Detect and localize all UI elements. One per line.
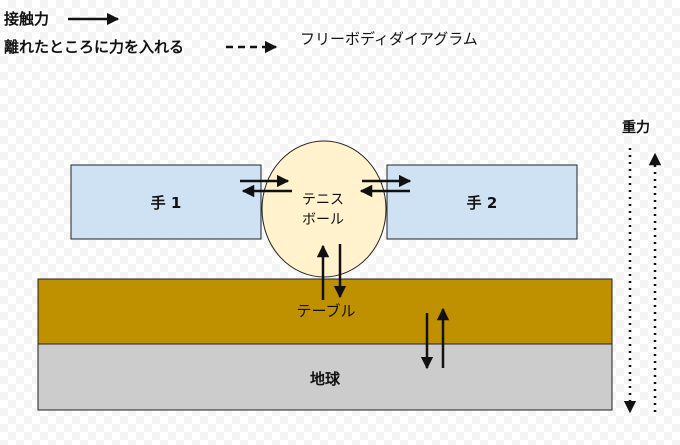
- hand-2-label: 手 2: [467, 194, 498, 212]
- earth-box: [37, 343, 613, 411]
- table-label: テーブル: [296, 302, 355, 320]
- hand-1-box: [70, 164, 262, 240]
- legend-contact-force-label: 接触力: [4, 10, 49, 28]
- table-box: [37, 278, 613, 345]
- hand-1-label: 手 1: [151, 194, 182, 212]
- gravity-label: 重力: [622, 119, 650, 136]
- tennis-ball-label-line1: テニス: [302, 192, 344, 208]
- tennis-ball-label-line2: ボール: [302, 212, 344, 228]
- hand-2-box: [386, 164, 578, 240]
- legend-applied-force-label: 離れたところに力を入れる: [4, 38, 184, 56]
- diagram-title: フリーボディダイアグラム: [300, 30, 478, 48]
- earth-label: 地球: [310, 370, 341, 388]
